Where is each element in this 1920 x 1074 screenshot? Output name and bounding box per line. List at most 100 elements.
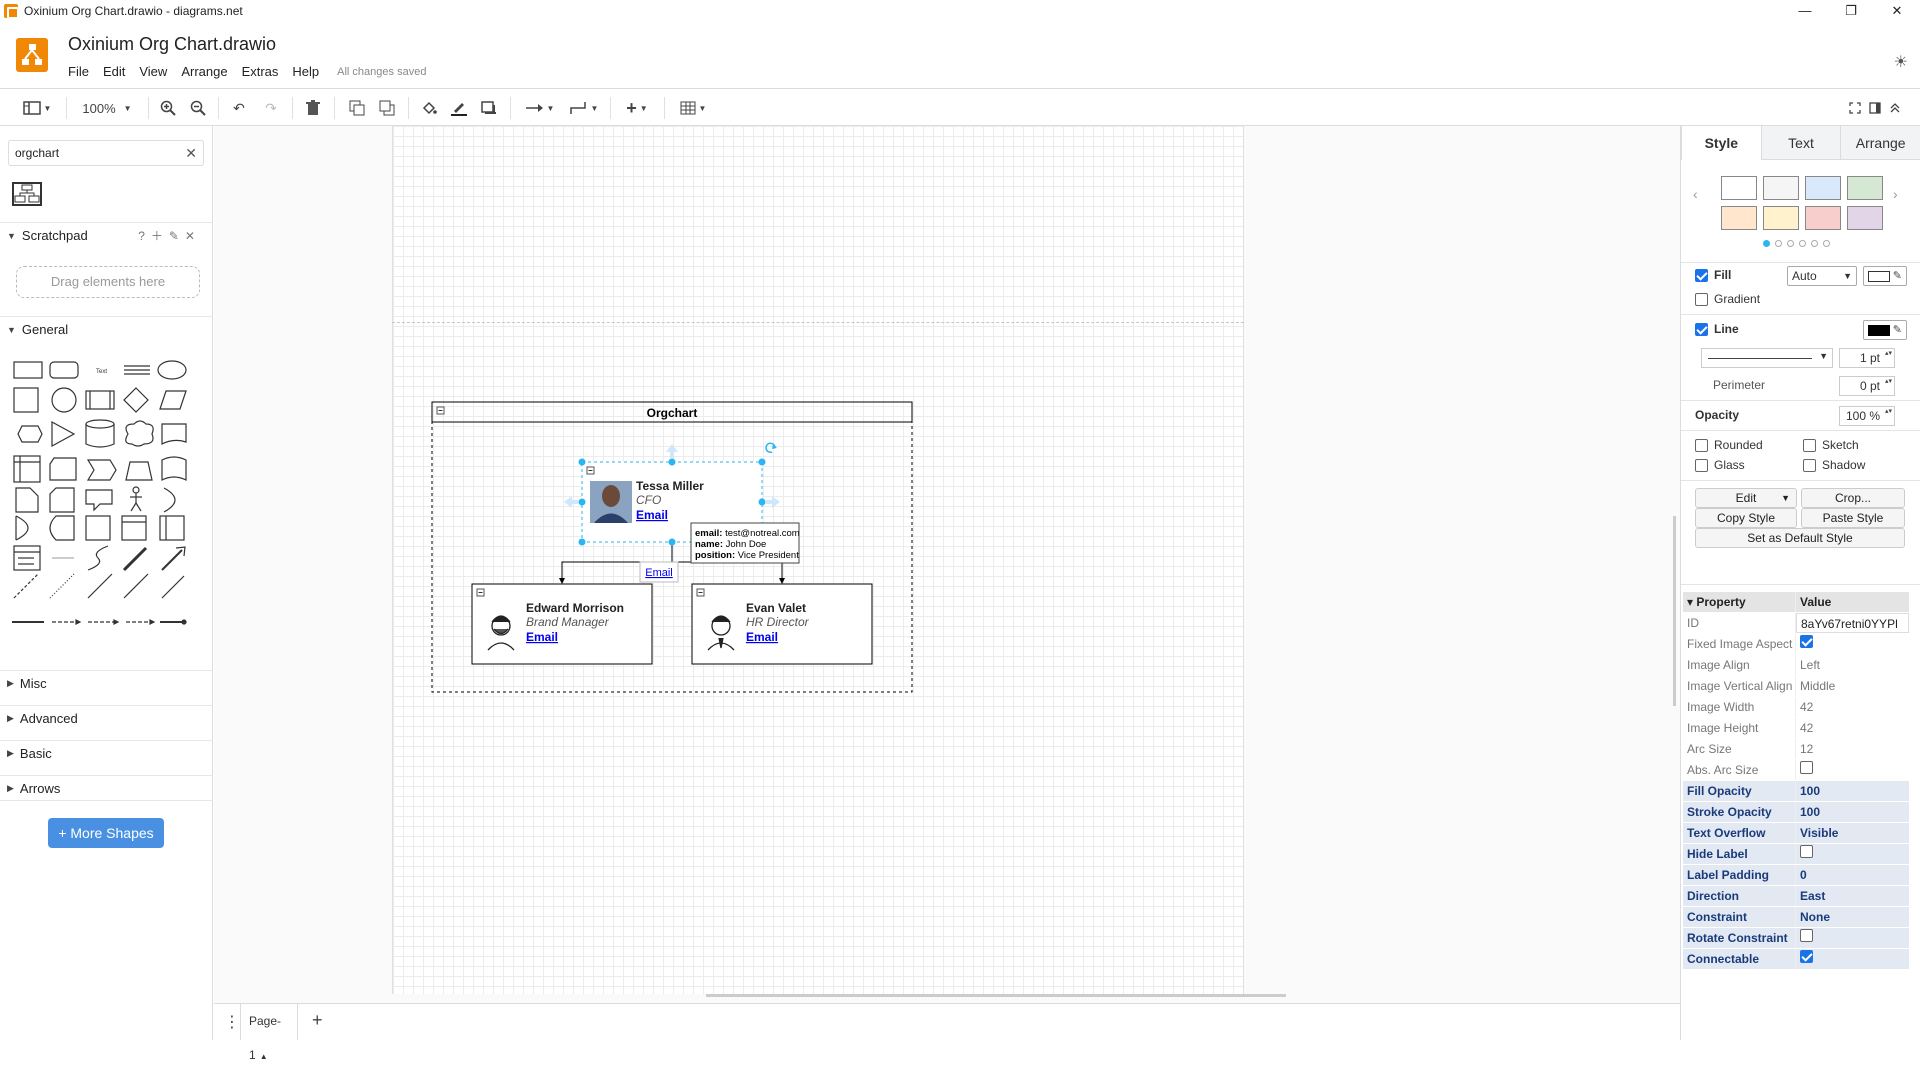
restore-button[interactable]: ❐ (1845, 3, 1857, 18)
style-swatch[interactable] (1805, 206, 1841, 230)
zoom-out-icon[interactable] (188, 98, 208, 118)
scratchpad-actions[interactable]: ?＋✎✕ (138, 229, 201, 243)
orgchart-shape-icon[interactable] (12, 182, 42, 206)
eyedropper-icon[interactable]: ✎ (1892, 270, 1902, 282)
rounded-checkbox[interactable] (1695, 438, 1708, 452)
horizontal-scrollbar[interactable] (706, 994, 1286, 997)
property-row[interactable]: Connectable (1683, 949, 1909, 969)
delete-icon[interactable] (302, 98, 324, 118)
shadow-checkbox[interactable] (1803, 458, 1816, 472)
page-tab[interactable]: Page-1▲ (240, 1004, 298, 1062)
sketch-checkbox[interactable] (1803, 438, 1816, 452)
sun-icon[interactable]: ☀ (1893, 54, 1908, 71)
crop-button[interactable]: Crop... (1801, 488, 1905, 508)
collapse-chevron-icon[interactable] (1886, 98, 1904, 118)
diagram-canvas[interactable]: Orgchart Tessa Miller CFO Email (214, 126, 1680, 1003)
gradient-checkbox[interactable] (1695, 292, 1708, 306)
search-input[interactable] (9, 141, 169, 165)
menu-edit[interactable]: Edit (102, 64, 126, 79)
fill-color-picker[interactable]: ✎ (1863, 266, 1907, 286)
copy-style-button[interactable]: Copy Style (1695, 508, 1797, 528)
section-general[interactable]: ▼ General (0, 316, 213, 342)
property-row[interactable]: Hide Label (1683, 844, 1909, 864)
zoom-dropdown[interactable]: 100%▼ (82, 100, 132, 116)
insert-plus-icon[interactable]: +▼ (626, 97, 648, 118)
diagram-page[interactable] (392, 126, 1244, 994)
menu-help[interactable]: Help (292, 64, 320, 79)
line-pattern-select[interactable]: ▼ (1701, 348, 1833, 368)
set-default-style-button[interactable]: Set as Default Style (1695, 528, 1905, 548)
menu-file[interactable]: File (68, 64, 89, 79)
connection-style-icon[interactable]: ▼ (522, 98, 558, 118)
perimeter-input[interactable]: 0 pt (1839, 376, 1895, 396)
fill-color-icon[interactable] (418, 98, 440, 118)
more-shapes-button[interactable]: + More Shapes (48, 818, 164, 848)
eyedropper-icon[interactable]: ✎ (1892, 324, 1902, 336)
style-swatch[interactable] (1847, 176, 1883, 200)
property-row[interactable]: Abs. Arc Size (1683, 760, 1909, 780)
panel-layout-icon[interactable]: ▼ (20, 98, 54, 118)
fill-checkbox[interactable] (1695, 268, 1708, 282)
paste-style-button[interactable]: Paste Style (1801, 508, 1905, 528)
add-page-icon[interactable]: + (312, 1010, 323, 1030)
document-title[interactable]: Oxinium Org Chart.drawio (68, 34, 277, 54)
menu-view[interactable]: View (139, 64, 168, 79)
line-checkbox[interactable] (1695, 322, 1708, 336)
property-row[interactable]: Fixed Image Aspect (1683, 634, 1909, 654)
menu-extras[interactable]: Extras (241, 64, 279, 79)
style-swatch[interactable] (1763, 206, 1799, 230)
fill-mode-select[interactable]: Auto▼ (1787, 266, 1857, 286)
redo-icon[interactable]: ↷ (265, 99, 277, 116)
style-swatch[interactable] (1763, 176, 1799, 200)
line-color-icon[interactable] (448, 98, 470, 118)
minimize-button[interactable]: — (1798, 3, 1812, 18)
hover-arrow-icons[interactable] (564, 444, 780, 508)
edge-email-label[interactable]: Email (639, 561, 679, 583)
opacity-input[interactable]: 100 % (1839, 406, 1895, 426)
style-swatch[interactable] (1721, 176, 1757, 200)
to-front-icon[interactable] (346, 98, 368, 118)
person-card-evan[interactable]: Evan Valet HR Director Email (691, 583, 873, 665)
pages-menu-icon[interactable]: ⋮ (224, 1014, 240, 1031)
person-card-edward[interactable]: Edward Morrison Brand Manager Email (471, 583, 653, 665)
orgchart-container[interactable]: Orgchart (431, 401, 913, 693)
clear-search-icon[interactable]: ✕ (185, 145, 197, 161)
tab-style[interactable]: Style (1681, 126, 1761, 160)
hide-label-checkbox[interactable] (1800, 845, 1813, 858)
to-back-icon[interactable] (376, 98, 398, 118)
table-icon[interactable]: ▼ (676, 98, 710, 118)
undo-icon[interactable]: ↶ (233, 99, 245, 116)
abs-arc-size-checkbox[interactable] (1800, 761, 1813, 774)
format-panel-toggle-icon[interactable] (1866, 98, 1884, 118)
tab-arrange[interactable]: Arrange (1840, 126, 1920, 160)
tab-text[interactable]: Text (1760, 126, 1841, 160)
menu-arrange[interactable]: Arrange (181, 64, 228, 79)
rotate-constraint-checkbox[interactable] (1800, 929, 1813, 942)
style-swatch[interactable] (1805, 176, 1841, 200)
glass-checkbox[interactable] (1695, 458, 1708, 472)
close-button[interactable]: ✕ (1891, 3, 1903, 18)
scratchpad-header[interactable]: ▼ Scratchpad ?＋✎✕ (0, 222, 213, 248)
line-width-input[interactable]: 1 pt (1839, 348, 1895, 368)
chevron-left-icon[interactable]: ‹ (1693, 186, 1698, 202)
swatch-page-dots[interactable] (1763, 240, 1830, 247)
section-arrows[interactable]: ▶ Arrows (0, 775, 213, 801)
fullscreen-icon[interactable] (1846, 98, 1864, 118)
shadow-icon[interactable] (478, 98, 500, 118)
waypoints-icon[interactable]: ▼ (566, 98, 602, 118)
scratchpad-dropzone[interactable]: Drag elements here (16, 266, 200, 298)
style-swatch[interactable] (1721, 206, 1757, 230)
chevron-right-icon[interactable]: › (1893, 186, 1898, 202)
zoom-in-icon[interactable] (158, 98, 178, 118)
